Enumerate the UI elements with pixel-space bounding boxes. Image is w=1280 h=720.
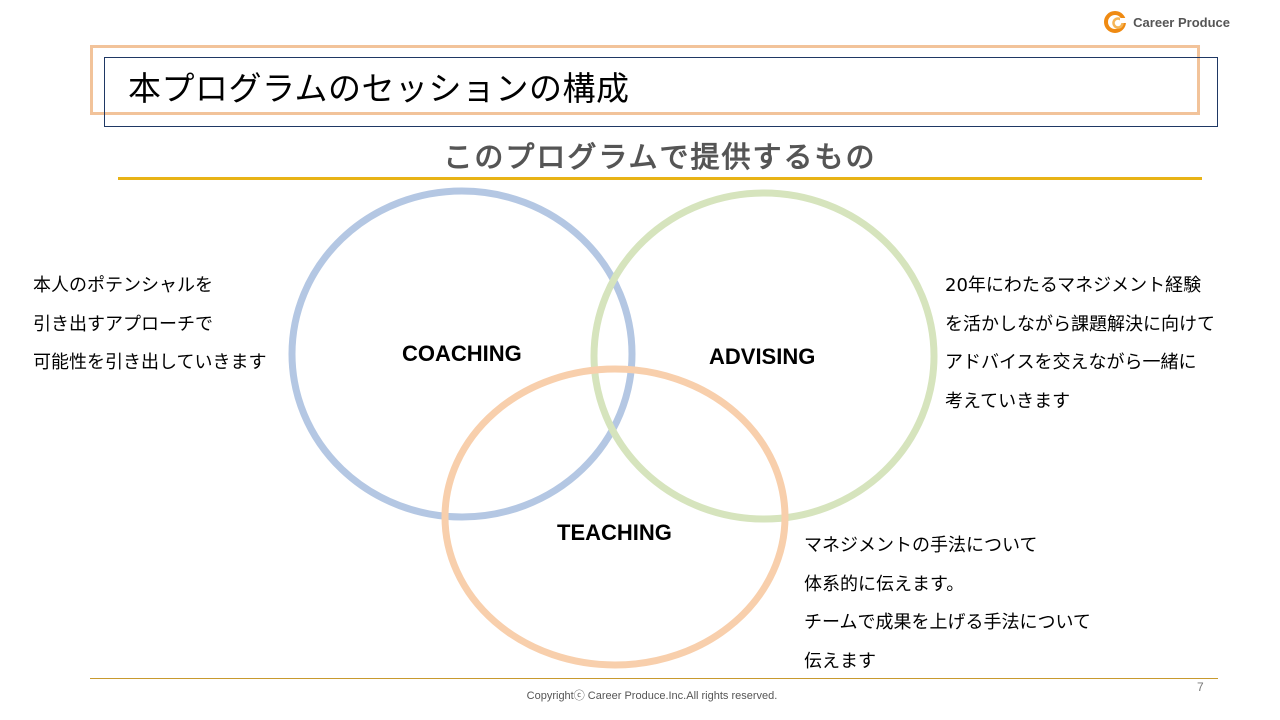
advising-description-line: 20年にわたるマネジメント経験 [945, 275, 1202, 296]
brand-logo: Career Produce [1103, 9, 1230, 35]
advising-description-line: 考えていきます [945, 390, 1071, 412]
coaching-description-line: 引き出すアプローチで [33, 313, 213, 335]
advising-description-line: アドバイスを交えながら一緒に [945, 352, 1197, 373]
teaching-description: マネジメントの手法について 体系的に伝えます。 チームで成果を上げる手法について… [804, 527, 1091, 681]
teaching-description-line: マネジメントの手法について [804, 535, 1038, 556]
teaching-description-line: 体系的に伝えます。 [804, 573, 965, 595]
footer-divider [90, 678, 1218, 679]
coaching-description: 本人のポテンシャルを 引き出すアプローチで 可能性を引き出していきます [33, 267, 266, 383]
logo-text: Career Produce [1133, 14, 1230, 30]
advising-label: ADVISING [709, 344, 816, 369]
advising-circle [590, 189, 938, 523]
page-number: 7 [1197, 680, 1204, 694]
subtitle-underline [118, 177, 1202, 180]
teaching-label: TEACHING [557, 520, 672, 545]
teaching-description-line: 伝えます [804, 650, 876, 672]
slide-title: 本プログラムのセッションの構成 [128, 69, 630, 108]
teaching-circle [441, 365, 789, 669]
title-frame-outer [90, 45, 1200, 115]
title-frame-inner [104, 57, 1218, 127]
career-produce-logo-icon [1104, 11, 1128, 33]
coaching-label: COACHING [402, 341, 522, 366]
coaching-description-line: 可能性を引き出していきます [33, 352, 267, 373]
advising-description-line: を活かしながら課題解決に向けて [945, 313, 1215, 335]
slide-subtitle: このプログラムで提供するもの [443, 140, 877, 174]
coaching-description-line: 本人のポテンシャルを [33, 275, 213, 296]
coaching-circle [288, 187, 636, 521]
copyright-notice: Copyrightⓒ Career Produce.Inc.All rights… [526, 690, 778, 702]
advising-description: 20年にわたるマネジメント経験 を活かしながら課題解決に向けて アドバイスを交え… [945, 267, 1215, 421]
teaching-description-line: チームで成果を上げる手法について [804, 612, 1091, 633]
